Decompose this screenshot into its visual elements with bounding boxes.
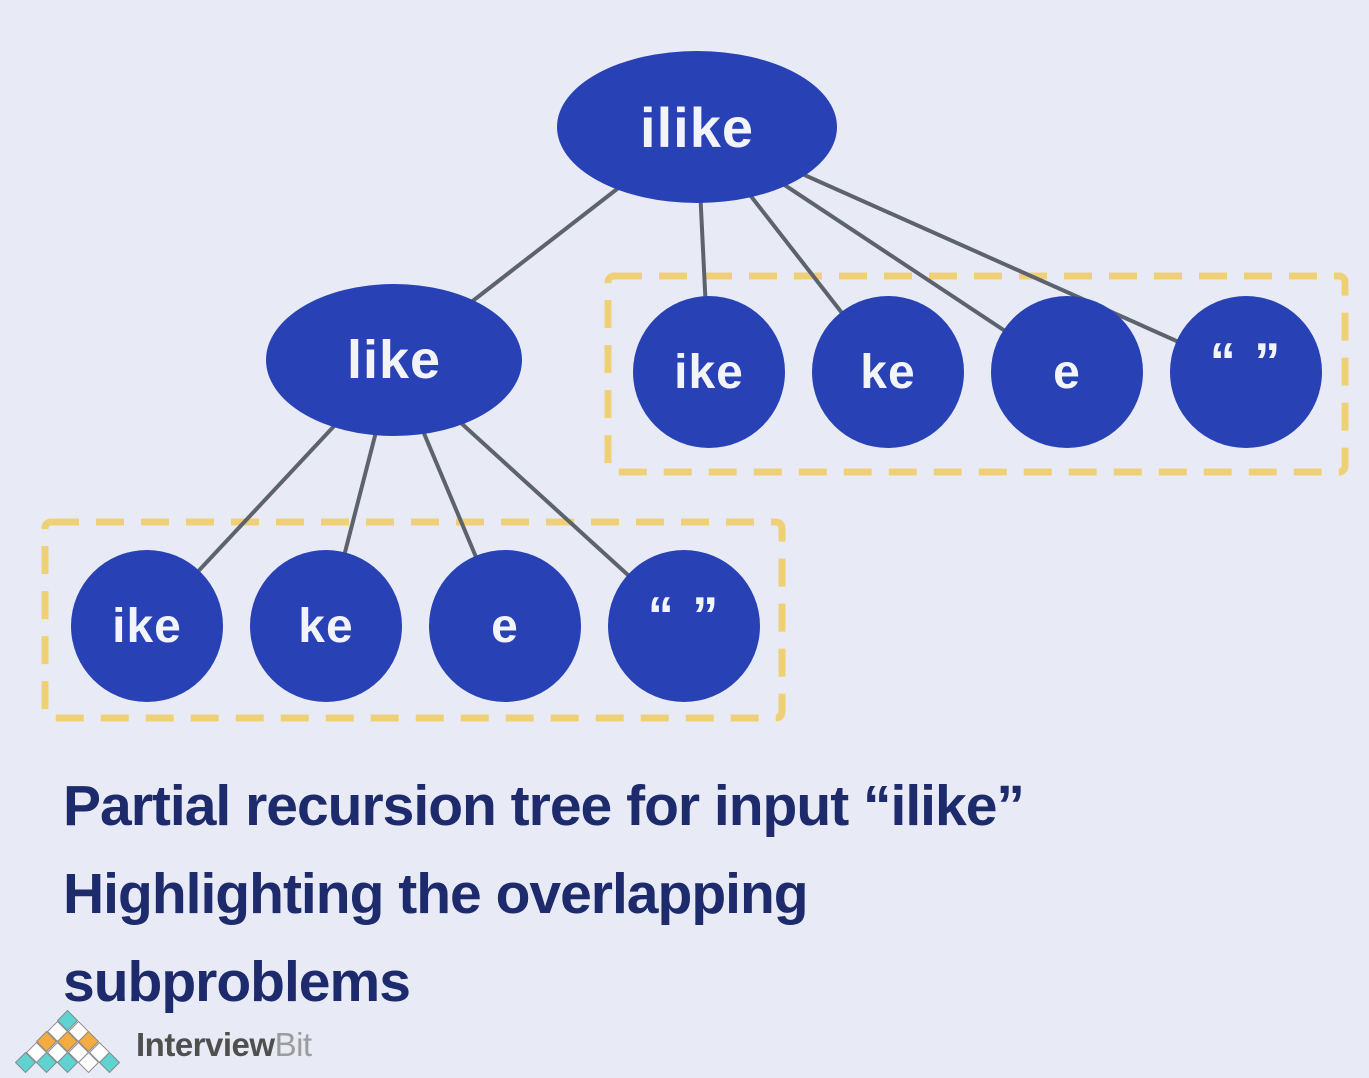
caption-line-2: Highlighting the overlapping bbox=[63, 862, 809, 926]
tree-node-right-empty-string-label: “ ” bbox=[1209, 333, 1283, 391]
tree-node-ilike: ilike bbox=[557, 51, 837, 203]
caption-line-3: subproblems bbox=[63, 950, 411, 1014]
interviewbit-wordmark-bold: Interview bbox=[136, 1026, 275, 1063]
tree-node-left-ke-label: ke bbox=[298, 599, 354, 653]
tree-node-left-ike: ike bbox=[71, 550, 223, 702]
tree-node-left-ke: ke bbox=[250, 550, 402, 702]
tree-node-left-e: e bbox=[429, 550, 581, 702]
tree-node-right-ike-label: ike bbox=[674, 345, 744, 399]
tree-node-right-empty-string: “ ” bbox=[1170, 296, 1322, 448]
overlap-box-left bbox=[41, 518, 786, 722]
tree-node-right-ke: ke bbox=[812, 296, 964, 448]
tree-node-like-label: like bbox=[346, 330, 442, 390]
overlap-box-right bbox=[604, 272, 1349, 476]
tree-node-left-e-label: e bbox=[491, 599, 519, 653]
tree-node-ilike-label: ilike bbox=[640, 95, 754, 159]
tree-node-right-e: e bbox=[991, 296, 1143, 448]
tree-node-right-e-label: e bbox=[1053, 345, 1081, 399]
tree-node-right-ke-label: ke bbox=[860, 345, 916, 399]
caption-line-1: Partial recursion tree for input “ilike” bbox=[63, 774, 1025, 838]
interviewbit-wordmark-light: Bit bbox=[274, 1026, 313, 1063]
tree-node-left-empty-string: “ ” bbox=[608, 550, 760, 702]
caption: Partial recursion tree for input “ilike”… bbox=[63, 762, 1343, 1026]
tree-node-left-empty-string-label: “ ” bbox=[647, 587, 721, 645]
tree-node-right-ike: ike bbox=[633, 296, 785, 448]
interviewbit-wordmark: InterviewBit bbox=[136, 1026, 312, 1064]
tree-node-like: like bbox=[266, 284, 522, 436]
tree-node-left-ike-label: ike bbox=[112, 599, 182, 653]
interviewbit-logo: InterviewBit bbox=[14, 1009, 312, 1074]
interviewbit-logo-pyramid bbox=[14, 1009, 122, 1074]
